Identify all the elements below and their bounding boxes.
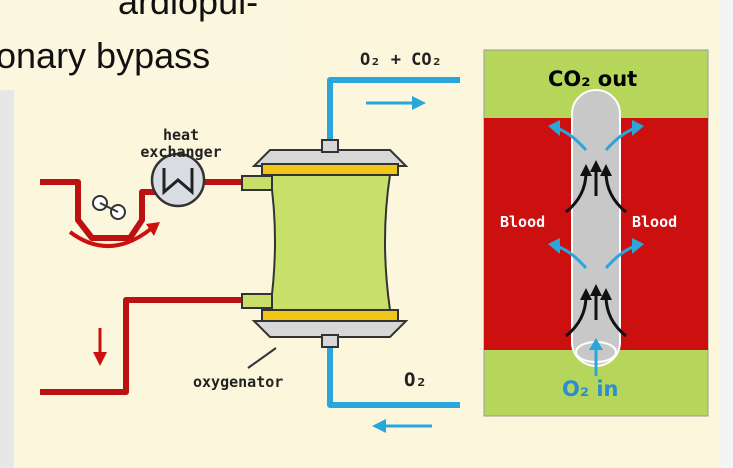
o2-in-label: O₂ in: [562, 377, 619, 401]
gas-tubing: [327, 77, 460, 408]
oxygenator-top-port: [321, 139, 339, 153]
gas-inlet-tube: [327, 342, 460, 408]
gas-outlet-tube: [327, 77, 460, 150]
pump-rollers: [92, 195, 126, 220]
page-title-line-2: onary bypass: [0, 35, 211, 76]
pump-tubing: [40, 179, 162, 241]
capillary-tube: [571, 89, 621, 367]
flow-arrow-heads-upper: [580, 160, 612, 176]
oxygenator-top-seal: [261, 163, 399, 176]
blood-label-right: Blood: [632, 213, 677, 231]
oxygenator-blood-inlet: [241, 175, 273, 191]
heat-exchanger-coil-icon: [162, 168, 194, 196]
membrane-detail: CO₂ out O₂ in Blood Blood: [483, 49, 709, 417]
right-margin: [720, 0, 733, 468]
oxygenator-pointer: [247, 347, 277, 369]
heat-exchanger-label-2: exchanger: [140, 143, 221, 161]
gas-out-arrow-head: [412, 96, 426, 110]
oxygenator-bottom-port: [321, 334, 339, 348]
page-title-line-1: ardiopul-: [118, 0, 259, 22]
diffusion-arrow-heads: [548, 120, 644, 254]
gas-out-label: O₂ + CO₂: [360, 50, 442, 70]
oxygenator-bottom-seal: [261, 309, 399, 322]
oxygenator-blood-outlet: [241, 293, 273, 309]
heat-exchanger-label-1: heat: [163, 126, 199, 144]
blood-label-left: Blood: [500, 213, 545, 231]
pump-arrow-head: [146, 222, 160, 236]
o2-in-arrow-head: [589, 338, 603, 350]
co2-out-label: CO₂ out: [548, 67, 637, 91]
roller-link: [99, 202, 119, 213]
oxygenator-label: oxygenator: [193, 373, 283, 391]
pump-rotation-arrow: [68, 226, 154, 248]
blood-tubing: [40, 179, 244, 395]
title-box: [0, 0, 300, 90]
gas-in-label: O₂: [404, 369, 427, 391]
return-tubing: [40, 297, 244, 395]
left-margin: [0, 0, 14, 468]
oxygenator-membrane: [268, 174, 392, 311]
oxygenator: [241, 139, 409, 348]
oxygenator-bottom-cap: [251, 320, 409, 338]
flow-down-arrow-head: [93, 352, 107, 366]
gas-in-arrow-head: [372, 419, 386, 433]
flow-arrow-heads-lower: [580, 284, 612, 300]
